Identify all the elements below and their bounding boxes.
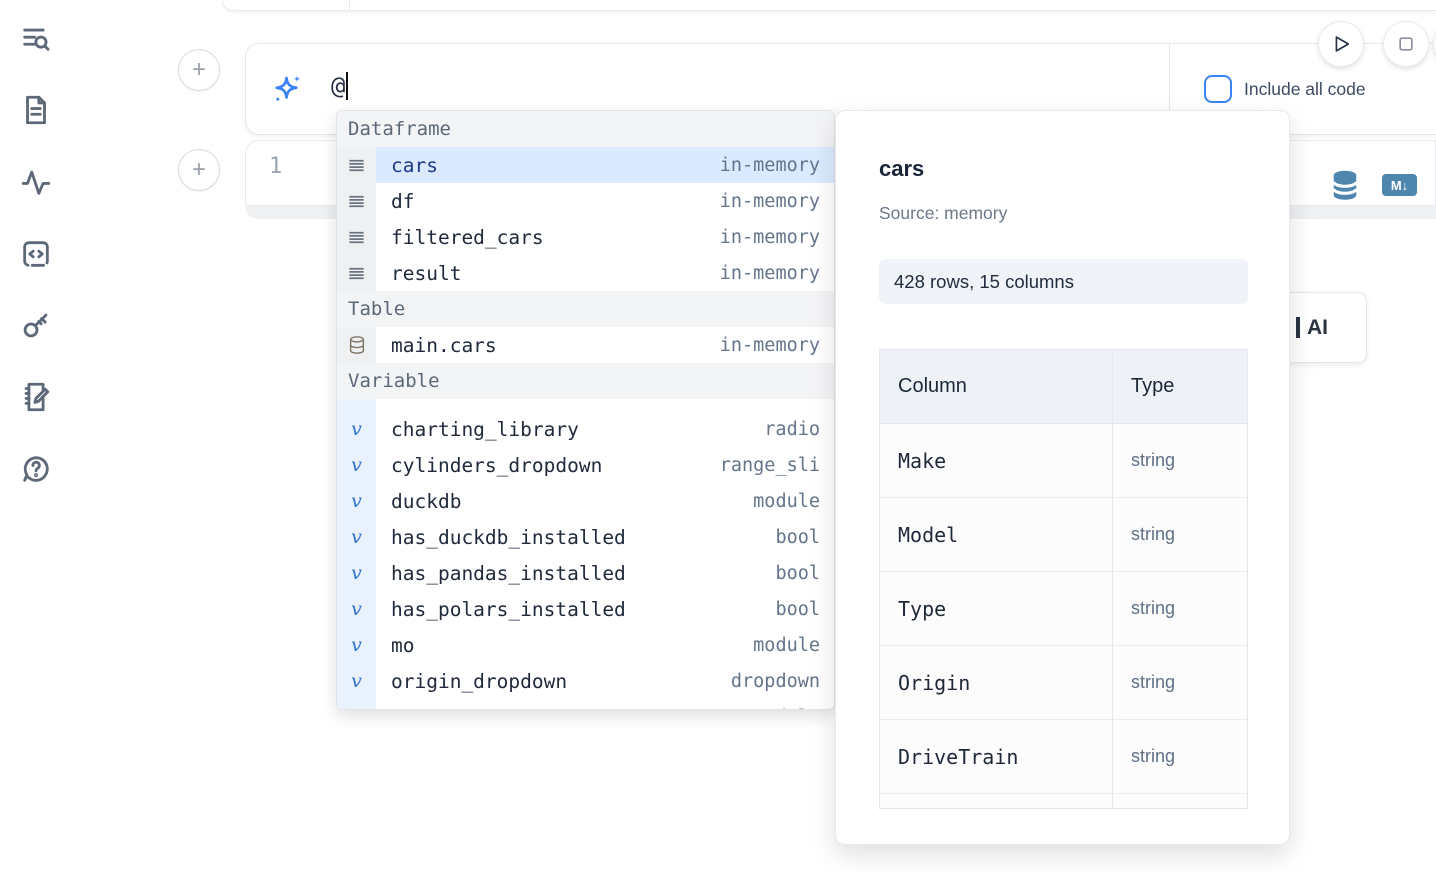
schema-row-origin: Origin string [880, 646, 1247, 720]
add-cell-button-top[interactable]: + [178, 49, 220, 91]
include-all-code-label: Include all code [1244, 78, 1366, 99]
cell-divider [349, 0, 350, 10]
activity-icon[interactable] [19, 165, 53, 199]
section-header-dataframe: Dataframe [337, 111, 834, 147]
preview-source: Source: memory [879, 203, 1008, 223]
dataframe-icon [337, 183, 376, 219]
left-sidebar [0, 0, 72, 874]
scratchpad-icon[interactable] [19, 380, 53, 414]
dataframe-icon [337, 255, 376, 291]
key-icon[interactable] [19, 308, 53, 342]
schema-table: Column Type Make string Model string Typ… [879, 349, 1248, 809]
run-cell-button[interactable] [1318, 21, 1364, 67]
preview-title: cars [879, 156, 925, 181]
schema-row-make: Make string [880, 424, 1247, 498]
include-all-code-checkbox[interactable] [1204, 75, 1232, 103]
section-header-variable: Variable [337, 363, 834, 399]
variable-icon: v [337, 411, 376, 447]
ai-prompt-input[interactable]: @ [331, 72, 349, 100]
markdown-icon[interactable]: M↓ [1382, 174, 1417, 196]
variable-icon: v [337, 627, 376, 663]
input-divider [1169, 44, 1170, 134]
document-icon[interactable] [19, 93, 53, 127]
stop-icon [1399, 37, 1413, 51]
variable-icon: v [337, 519, 376, 555]
dataframe-preview-popup: cars Source: memory 428 rows, 15 columns… [835, 110, 1290, 845]
section-header-table: Table [337, 291, 834, 327]
variable-icon: v [337, 555, 376, 591]
clipped-letter-fragment [1296, 317, 1300, 338]
stop-button[interactable] [1383, 21, 1429, 67]
variable-icon: v [337, 483, 376, 519]
dataframe-icon [337, 147, 376, 183]
line-number: 1 [269, 154, 283, 179]
schema-row-drivetrain: DriveTrain string [880, 720, 1247, 794]
autocomplete-item-clipped[interactable]: v pdmodule [337, 699, 834, 709]
sparkles-ai-icon [270, 72, 306, 108]
code-snippets-icon[interactable] [19, 237, 53, 271]
column-header: Column [880, 350, 1113, 423]
schema-row-type: Type string [880, 572, 1247, 646]
variable-icon: v [337, 663, 376, 699]
ai-button-label: AI [1307, 315, 1328, 339]
variable-icon: v [337, 447, 376, 483]
schema-row-model: Model string [880, 498, 1247, 572]
help-chat-icon[interactable] [19, 452, 53, 486]
add-cell-button-bottom[interactable]: + [178, 149, 220, 191]
schema-row-clipped [880, 794, 1247, 808]
schema-table-header: Column Type [880, 350, 1247, 424]
datasource-icon[interactable] [1330, 169, 1360, 201]
text-cursor [346, 72, 349, 100]
variable-group-padding [337, 399, 834, 411]
previous-cell-fragment [222, 0, 1436, 11]
variable-icon: v [337, 591, 376, 627]
type-header: Type [1131, 375, 1175, 397]
variable-icon: v [337, 699, 376, 709]
toc-search-icon[interactable] [19, 23, 53, 57]
table-database-icon [337, 327, 376, 363]
play-icon [1335, 36, 1350, 52]
preview-shape-badge: 428 rows, 15 columns [879, 259, 1248, 304]
dataframe-icon [337, 219, 376, 255]
prompt-text: @ [331, 72, 346, 100]
